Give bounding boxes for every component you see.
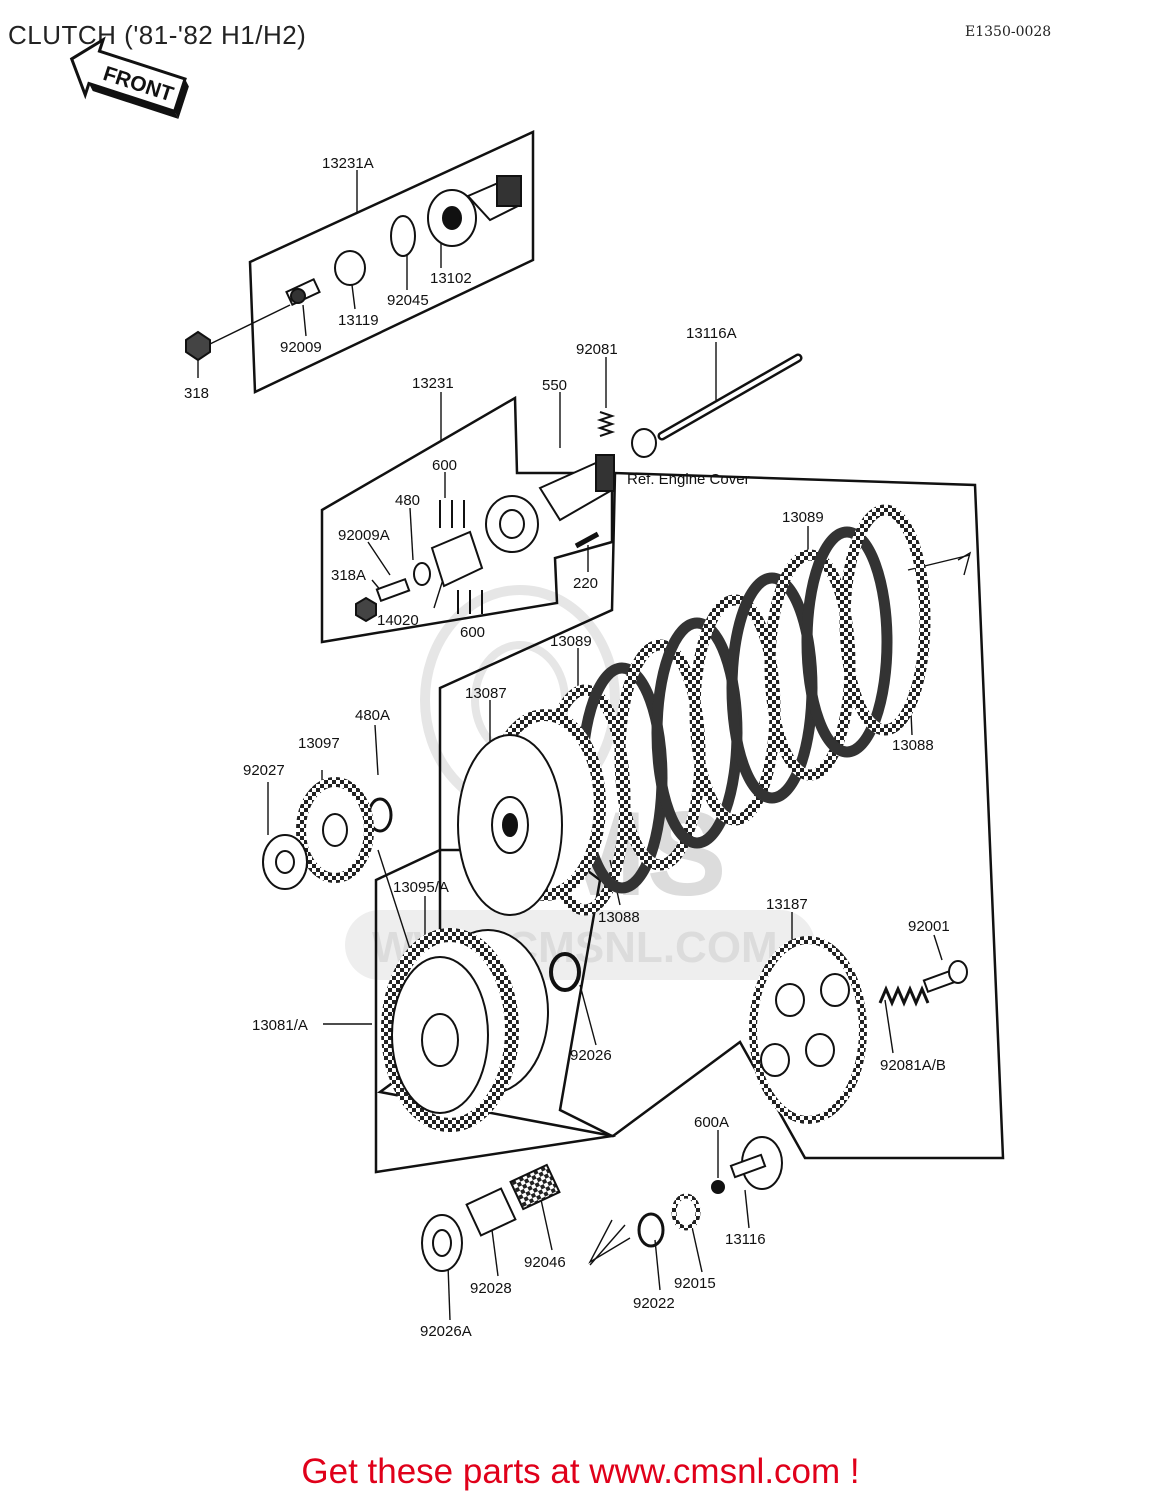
label-13088-right: 13088 [892, 737, 934, 754]
label-13102: 13102 [430, 270, 472, 287]
label-480: 480 [395, 492, 420, 509]
oil-seal [631, 428, 657, 458]
spring-92081AB [878, 985, 930, 1007]
needle-bearing-92046 [509, 1163, 561, 1211]
bolt-92001 [922, 960, 968, 994]
release-mechanism-13231 [485, 454, 615, 553]
label-600-upper: 600 [432, 457, 457, 474]
pressure-plate-13187 [749, 936, 867, 1124]
pins-600 [439, 500, 483, 614]
part-labels: 13231A 13102 92045 13119 92009 318 13231… [184, 155, 950, 1340]
label-13088-lower: 13088 [598, 909, 640, 926]
screw-220 [574, 531, 600, 549]
bearing-92015 [671, 1193, 701, 1231]
label-600-lower: 600 [460, 624, 485, 641]
label-480A: 480A [355, 707, 390, 724]
label-92015: 92015 [674, 1275, 716, 1292]
clutch-housing-13095A [381, 928, 549, 1132]
release-lever-13102 [427, 175, 522, 247]
label-13187: 13187 [766, 896, 808, 913]
pusher-13116 [729, 1136, 783, 1190]
label-92081AB: 92081A/B [880, 1057, 946, 1074]
part-drawings [185, 175, 968, 1272]
clutch-hub-13087 [457, 709, 606, 916]
label-600A: 600A [694, 1114, 729, 1131]
washer-92026A [421, 1214, 463, 1272]
diagram-code: E1350-0028 [965, 24, 1052, 40]
label-550: 550 [542, 377, 567, 394]
label-92081: 92081 [576, 341, 618, 358]
label-13097: 13097 [298, 735, 340, 752]
label-13081A: 13081/A [252, 1017, 308, 1034]
nut-318A [355, 596, 377, 623]
label-92026A: 92026A [420, 1323, 472, 1340]
circlip-480 [413, 562, 431, 586]
front-arrow: FRONT [69, 36, 189, 119]
label-92046: 92046 [524, 1254, 566, 1271]
label-13116: 13116 [725, 1231, 766, 1248]
label-92022: 92022 [633, 1295, 675, 1312]
label-13089-lower: 13089 [550, 633, 592, 650]
plate-92045 [390, 215, 416, 257]
clutch-plate-stack [539, 504, 931, 916]
label-92009A: 92009A [338, 527, 390, 544]
label-13095A: 13095/A [393, 879, 449, 896]
sleeve-92028 [465, 1187, 517, 1237]
label-13231A: 13231A [322, 155, 374, 172]
label-13089-upper: 13089 [782, 509, 824, 526]
bolt-92009A [375, 577, 411, 603]
washer-92022 [637, 1212, 665, 1248]
ball-600A [711, 1180, 725, 1194]
label-92045: 92045 [387, 292, 429, 309]
bracket-14020 [430, 530, 484, 588]
outline-13231 [320, 395, 614, 644]
footer-link-text[interactable]: Get these parts at www.cmsnl.com ! [301, 1452, 860, 1491]
page-title: CLUTCH ('81-'82 H1/H2) [8, 20, 307, 50]
label-92027: 92027 [243, 762, 285, 779]
cam-13119 [334, 250, 366, 286]
label-92009: 92009 [280, 339, 322, 356]
label-318A: 318A [331, 567, 366, 584]
gear-13097 [296, 777, 374, 883]
label-13231: 13231 [412, 375, 454, 392]
spring-92081 [596, 411, 616, 437]
label-318: 318 [184, 385, 209, 402]
label-13087: 13087 [465, 685, 507, 702]
label-92001: 92001 [908, 918, 950, 935]
nut-318 [185, 330, 211, 362]
label-14020: 14020 [377, 612, 419, 629]
outline-13231A [248, 130, 535, 394]
label-220: 220 [573, 575, 598, 592]
label-92028: 92028 [470, 1280, 512, 1297]
label-92026: 92026 [570, 1047, 612, 1064]
label-engine-cover: Ref. Engine Cover [627, 471, 750, 488]
label-13119: 13119 [338, 312, 379, 329]
label-13116A: 13116A [686, 325, 737, 342]
bolt-92009 [285, 277, 321, 307]
washer-92026 [549, 952, 581, 992]
washer-92027 [262, 834, 308, 890]
